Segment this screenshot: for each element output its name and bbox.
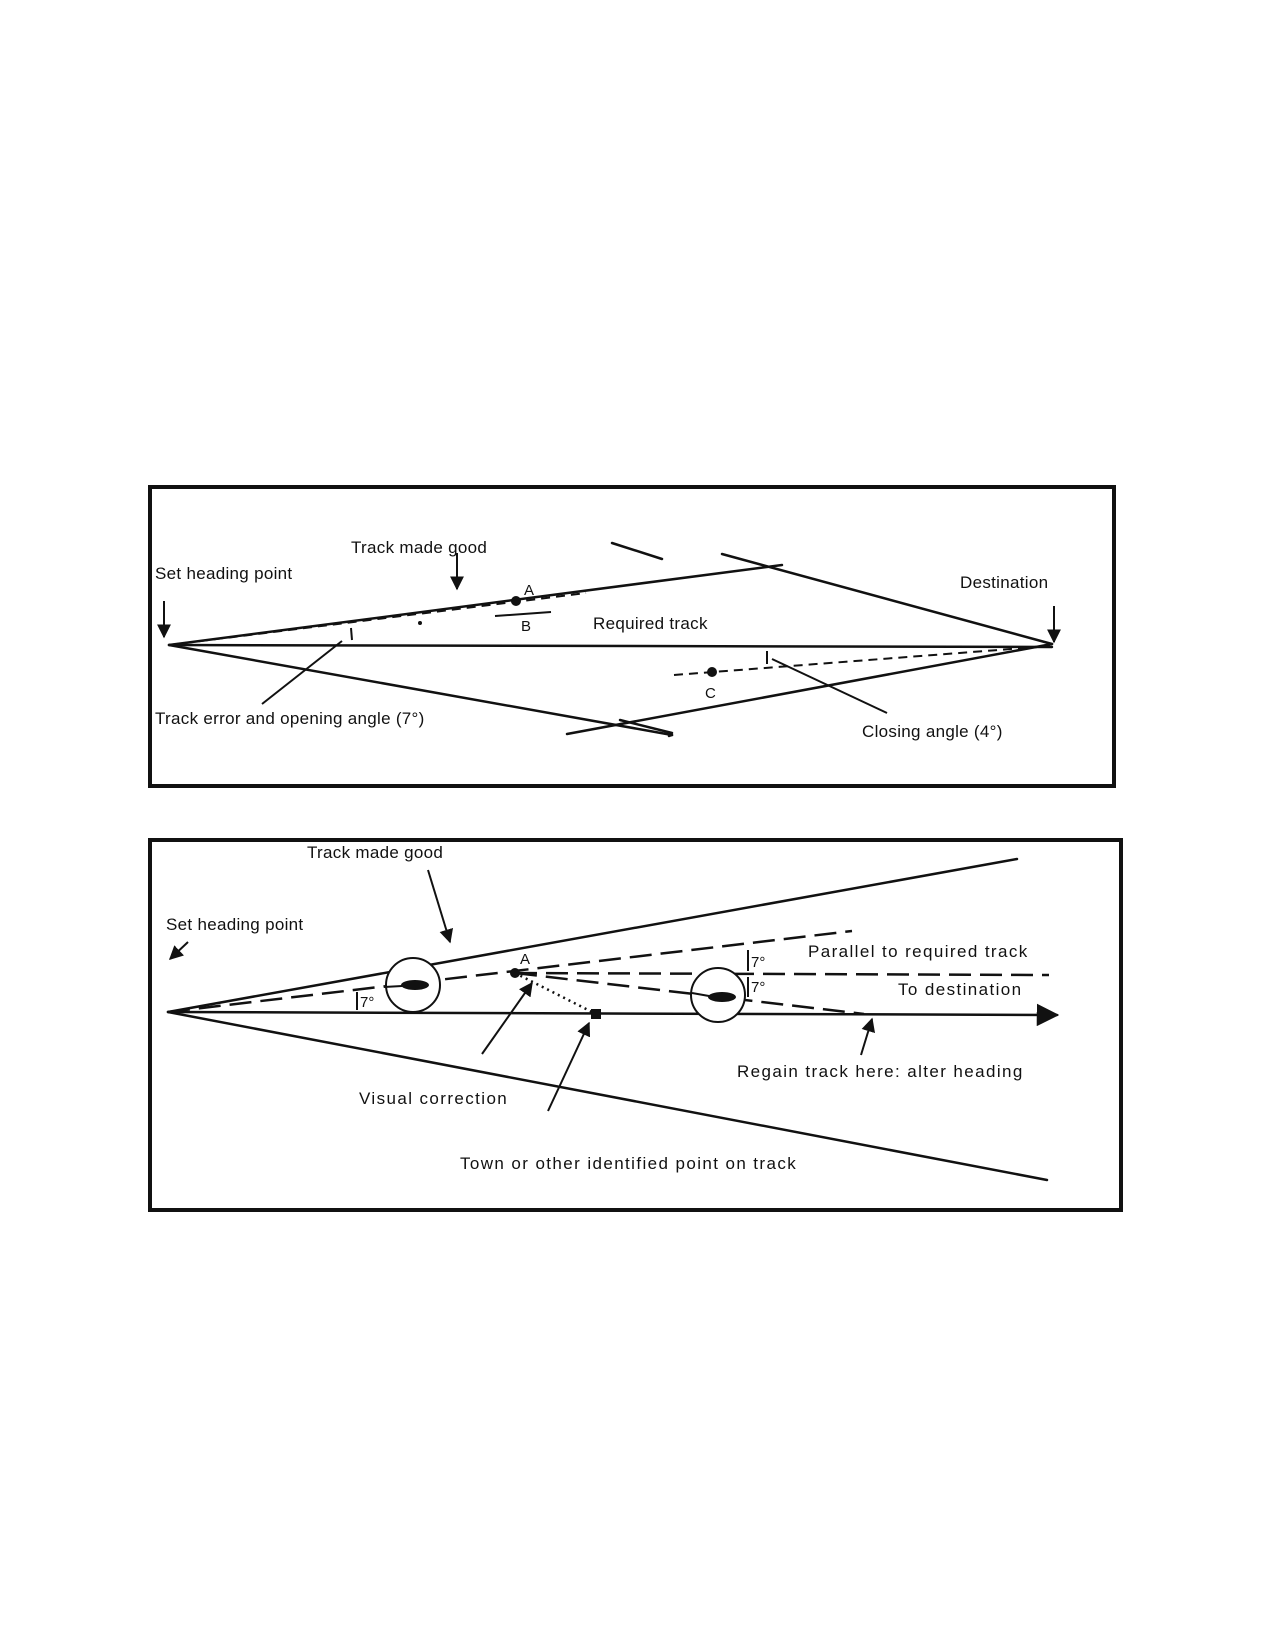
lower-left-boundary: [167, 643, 674, 737]
closing-angle-leader: [771, 658, 888, 714]
track-made-good-line: [167, 929, 853, 1014]
point-a-label: A: [520, 951, 530, 968]
helicopter-icon: [401, 980, 429, 990]
point-c-dot: [707, 667, 717, 677]
set-heading-point-label: Set heading point: [155, 564, 292, 583]
angle-label-1: 7°: [360, 994, 374, 1011]
set-heading-arrow: [168, 941, 189, 960]
visual-correction-drawing: Track made good Set heading point A 7° 7…: [166, 843, 1060, 1182]
point-a-dot: [510, 968, 520, 978]
upper-left-boundary: [167, 563, 784, 647]
upper-right-boundary: [720, 552, 1054, 646]
lower-cross-tick-a: [667, 733, 674, 738]
visual-correction-arrow: [481, 981, 533, 1055]
helicopter-tail-icon: [691, 992, 710, 997]
track-error-label: Track error and opening angle (7°): [155, 709, 425, 728]
visual-correction-diagram: Track made good Set heading point A 7° 7…: [148, 838, 1123, 1212]
point-b-label: B: [521, 618, 531, 635]
parallel-track-label: Parallel to required track: [808, 942, 1029, 961]
regain-track-arrow: [860, 1017, 876, 1056]
visual-correction-line: [514, 971, 597, 1016]
lower-boundary: [166, 1010, 1049, 1182]
angle-label-2: 7°: [751, 954, 765, 971]
town-point-arrow: [547, 1021, 591, 1112]
point-a-label: A: [524, 582, 534, 599]
required-track-label: Required track: [593, 614, 708, 633]
track-error-diagram: Set heading point Track made good Destin…: [148, 485, 1116, 788]
track-made-good-label: Track made good: [351, 538, 487, 557]
visual-correction-label: Visual correction: [359, 1089, 508, 1108]
point-c-label: C: [705, 685, 716, 702]
angle-label-3: 7°: [751, 979, 765, 996]
regain-track-label: Regain track here: alter heading: [737, 1062, 1024, 1081]
point-a-dot: [511, 596, 521, 606]
town-point-marker: [591, 1009, 601, 1019]
parallel-track-line: [514, 971, 1050, 977]
required-track-line: [166, 1003, 1060, 1027]
track-made-good-arrow: [427, 869, 454, 944]
small-dot: [418, 621, 422, 625]
to-destination-label: To destination: [898, 980, 1023, 999]
town-point-label: Town or other identified point on track: [460, 1154, 797, 1173]
track-made-good-label: Track made good: [307, 843, 443, 862]
to-destination-line: [514, 971, 865, 1016]
track-error-leader: [261, 640, 343, 705]
opening-angle-tick: [350, 627, 353, 641]
helicopter-icon: [708, 992, 736, 1002]
lower-right-boundary: [565, 642, 1054, 736]
helicopter-tail-icon: [383, 985, 403, 988]
lower-cross-tick-b: [618, 718, 674, 735]
upper-boundary: [166, 857, 1019, 1014]
track-error-drawing: Set heading point Track made good Destin…: [155, 538, 1061, 741]
closing-angle-label: Closing angle (4°): [862, 722, 1003, 741]
set-heading-point-label: Set heading point: [166, 915, 303, 934]
required-track-line: [167, 643, 1054, 649]
point-b-line: [494, 611, 552, 617]
closing-track-line: [673, 645, 1051, 676]
upper-cross-tick: [610, 541, 664, 561]
destination-label: Destination: [960, 573, 1048, 592]
